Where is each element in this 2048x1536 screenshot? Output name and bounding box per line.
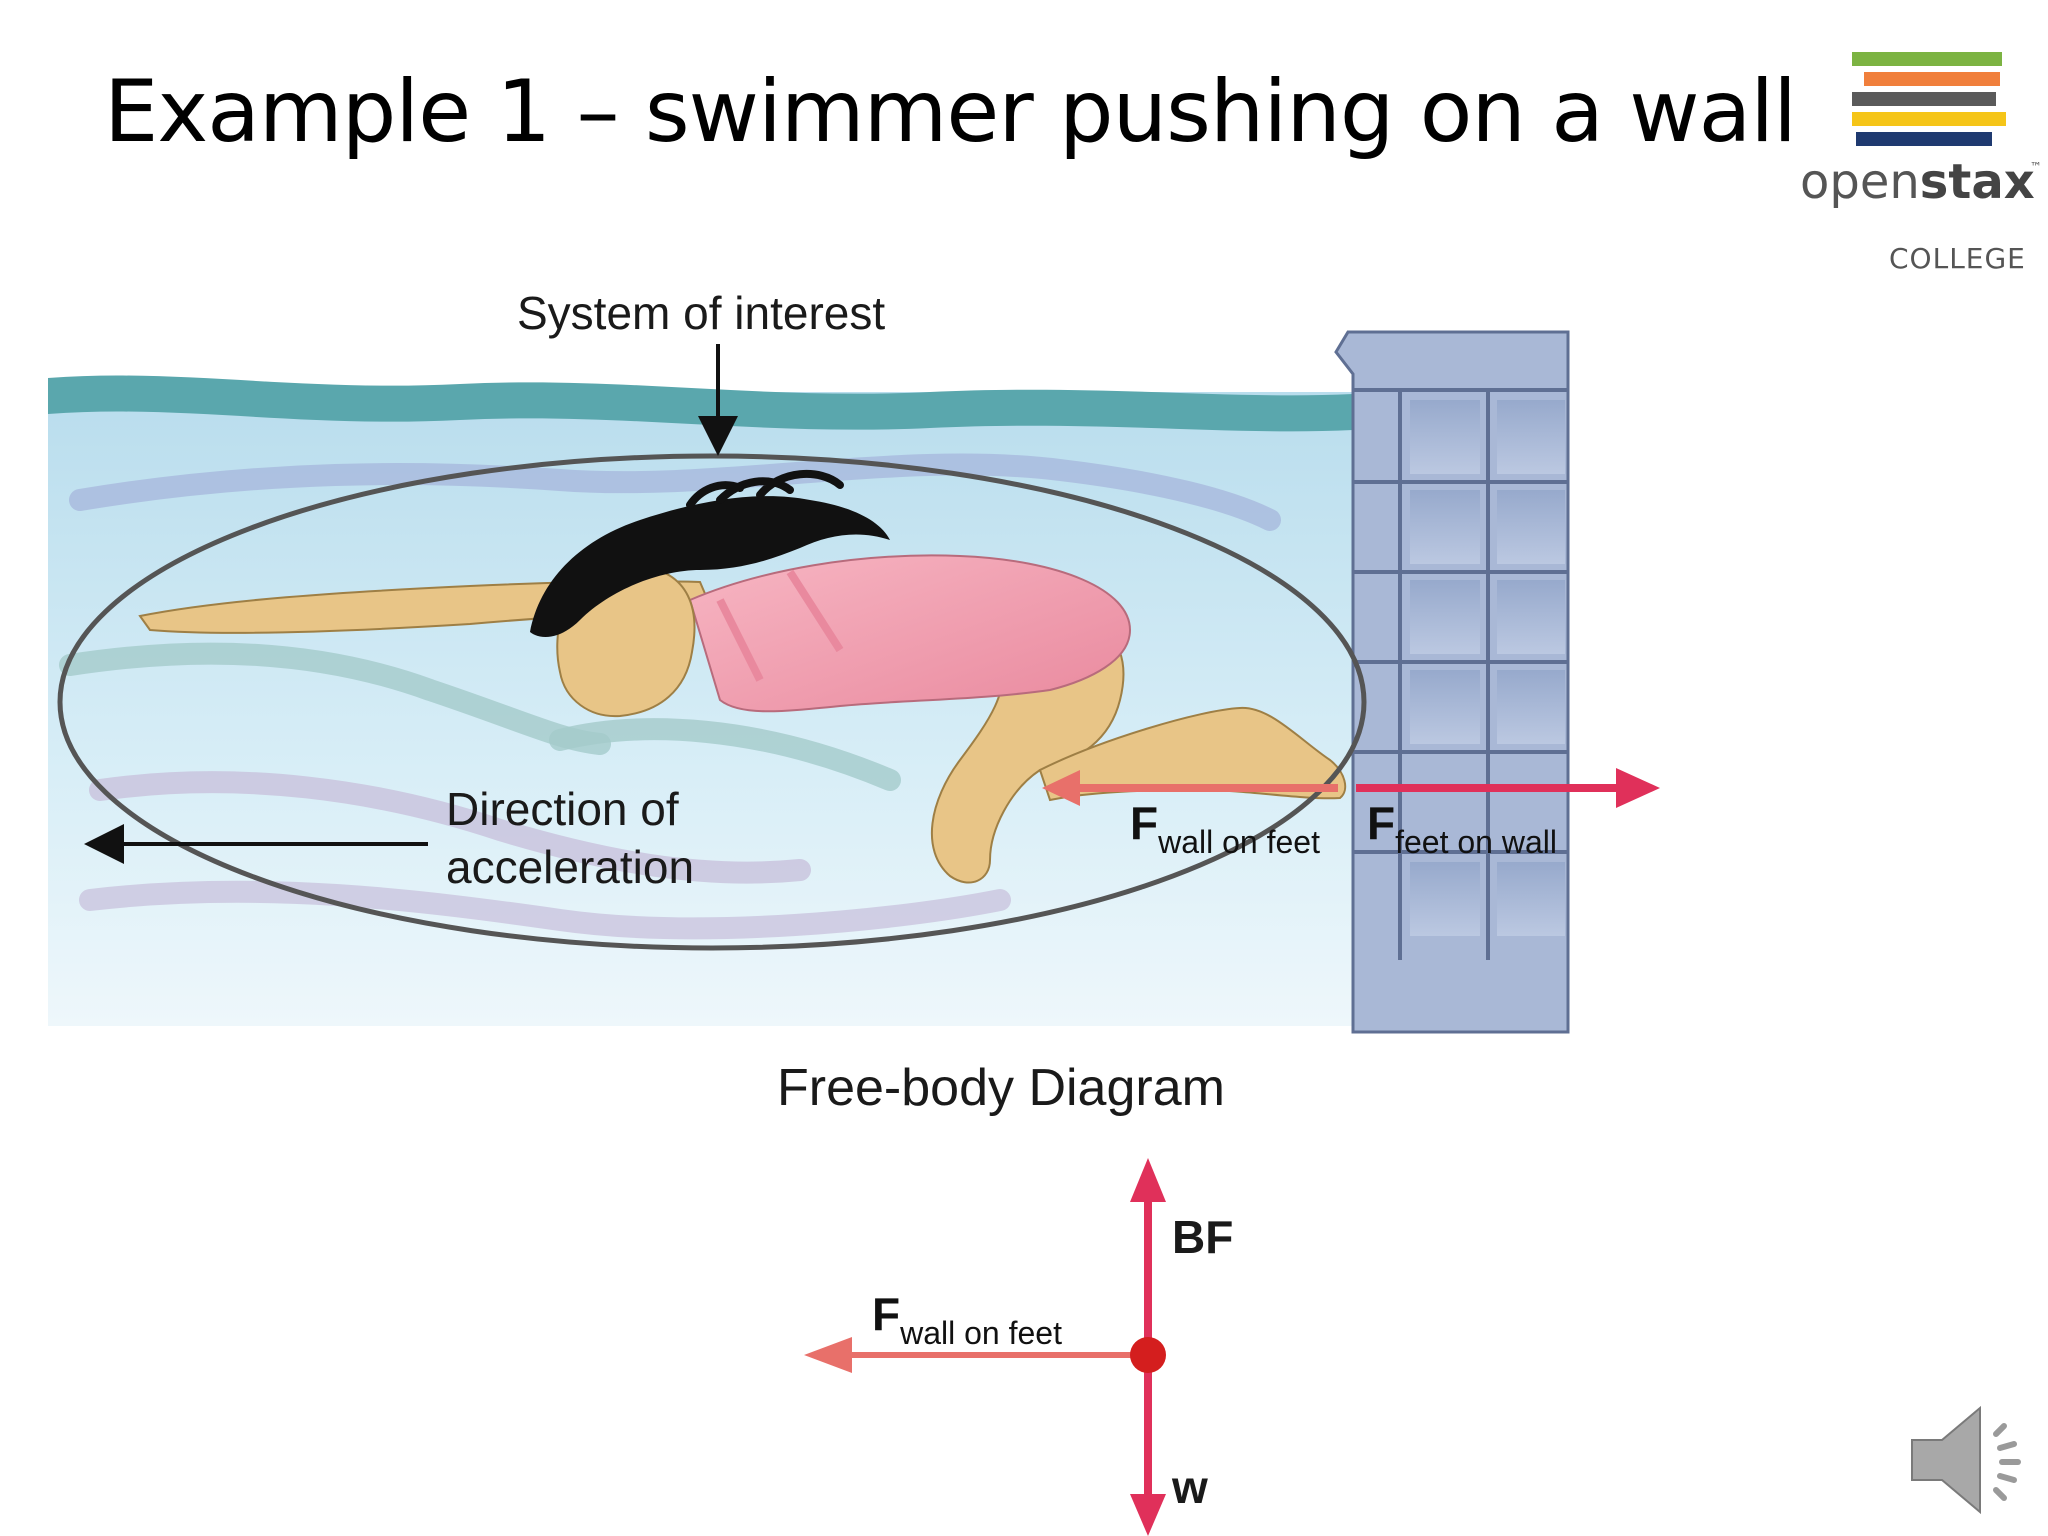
slide-title: Example 1 – swimmer pushing on a wall [104,62,1797,162]
force-wall-on-feet-arrowhead [1042,770,1080,806]
fbd-w-label: w [1172,1461,1208,1513]
logo-subtitle: COLLEGE [1889,242,2026,275]
direction-of-acceleration-label: Direction of acceleration [446,780,694,896]
water-surface [48,375,1353,432]
logo-stripe [1856,132,1992,146]
water-current [59,642,611,755]
openstax-logo: openstax ™ COLLEGE [1800,50,2045,275]
fbd-wall-arrowhead [804,1337,852,1373]
speaker-icon[interactable] [1900,1390,2040,1530]
swimmer [138,469,1347,884]
logo-stripe [1852,112,2006,126]
fbd-point [1130,1337,1166,1373]
force-feet-on-wall-arrowhead [1616,768,1660,808]
fbd-w-arrowhead [1130,1494,1166,1536]
force-feet-on-wall-label: Ffeet on wall [1367,797,1557,860]
swimsuit-strap [716,569,844,682]
swimmer-hair [530,496,890,637]
water-current [69,453,1281,531]
logo-stripe [1864,72,2000,86]
fbd-force-wall-on-feet-label: Fwall on feet [872,1288,1062,1351]
free-body-diagram-title: Free-body Diagram [777,1059,1225,1117]
fbd-bf-arrowhead [1130,1158,1166,1202]
logo-trademark: ™ [2030,160,2042,174]
free-body-diagram [804,1158,1166,1536]
logo-stripe [1852,52,2002,66]
direction-label-line: acceleration [446,841,695,893]
pool-wall [1334,330,1570,1034]
water-current [89,771,811,884]
swimmer-hair-strand [686,469,844,509]
water-current [549,718,901,791]
fbd-bf-label: BF [1172,1211,1234,1263]
logo-stripe [1852,92,1996,106]
system-of-interest-ellipse [57,453,1367,951]
water-current [79,880,1011,940]
force-wall-on-feet-label: Fwall on feet [1130,797,1320,860]
system-of-interest-label: System of interest [517,287,886,339]
logo-wordmark: openstax [1800,154,2035,210]
direction-label-line: Direction of [446,783,679,835]
